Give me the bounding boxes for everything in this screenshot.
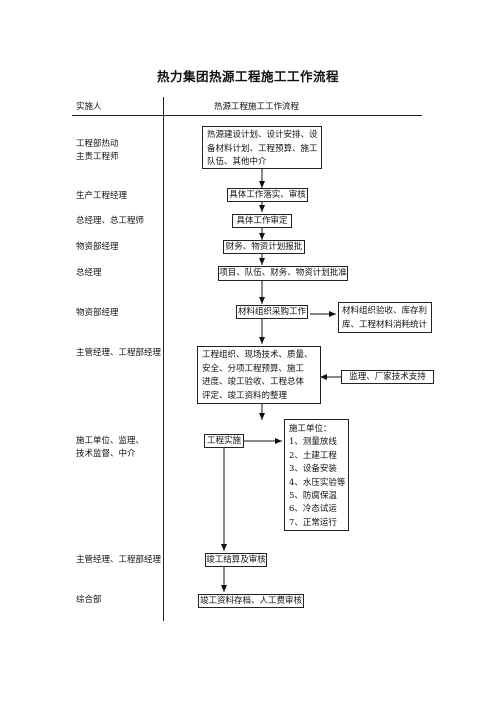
step-10-archive-labor-audit: 竣工资料存档、人工费审核 (198, 594, 304, 608)
step-4-plan-submission: 财务、物资计划报批 (223, 240, 305, 254)
role-label-8: 施工单位、监理、 技术监督、中介 (76, 436, 145, 459)
role-label-1: 工程部热动 主责工程师 (76, 139, 119, 162)
step-2-implementation-review: 具体工作落实、审核 (227, 188, 308, 202)
step-3-approval: 具体工作审定 (232, 214, 292, 228)
role-label-4: 物资部经理 (76, 242, 119, 252)
step-6-side-material-acceptance: 材料组织验收、库存利 库、工程材料消耗统计 (338, 302, 432, 333)
step-8-construction: 工程实施 (204, 434, 244, 448)
role-label-3: 总经理、总工程师 (76, 216, 145, 226)
step-8-side-contractor-tasks: 施工单位： 1、测量放线 2、土建工程 3、设备安装 4、水压实验等 5、防腐保… (284, 419, 349, 531)
step-7-side-technical-support: 监理、厂家技术支持 (341, 370, 434, 384)
step-9-final-settlement: 竣工结算及审核 (205, 553, 267, 567)
column-header-flow: 热源工程施工工作流程 (214, 102, 300, 112)
step-7-project-organization: 工程组织、现场技术、质量、 安全、分项工程预算、施工 进度、竣工验收、工程总体 … (197, 346, 321, 404)
role-label-7: 主管经理、工程部经理 (76, 348, 162, 358)
step-1-planning: 热源建设计划、设计安排、设 备材料计划、工程预算、施工 队伍、其他中介 (202, 126, 322, 169)
role-label-10: 综合部 (76, 595, 102, 605)
role-label-5: 总经理 (76, 268, 102, 278)
step-5-plan-approval: 项目、队伍、财务、物资计划批准 (218, 266, 348, 281)
step-6-material-procurement: 材料组织采购工作 (236, 305, 308, 319)
role-label-6: 物资部经理 (76, 308, 119, 318)
header-divider (72, 115, 422, 116)
page-title: 热力集团热源工程施工工作流程 (156, 69, 339, 84)
column-header-implementer: 实施人 (76, 102, 102, 112)
column-divider (163, 97, 164, 621)
role-label-2: 生产工程经理 (76, 191, 128, 201)
role-label-9: 主管经理、工程部经理 (76, 555, 162, 565)
